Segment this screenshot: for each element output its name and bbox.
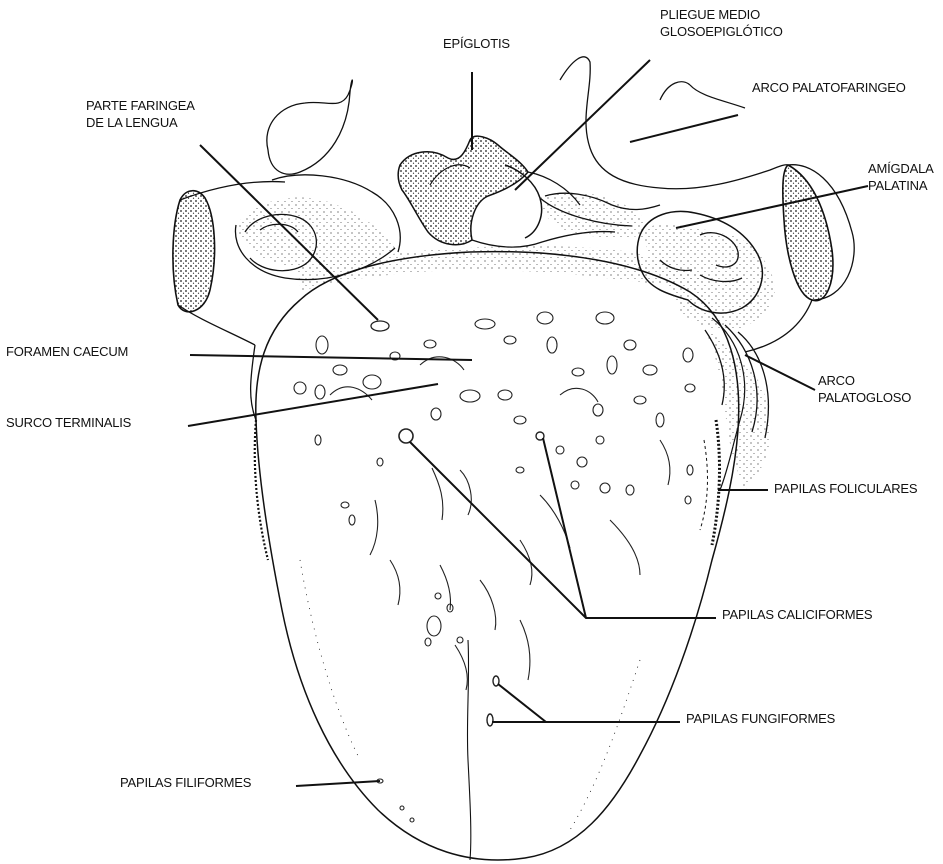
papillae <box>294 312 695 822</box>
left-upper-fold <box>267 80 353 174</box>
label-arco-palatofaringeo: ARCO PALATOFARINGEO <box>752 79 906 96</box>
right-pillar <box>783 165 833 301</box>
label-parte-line1: PARTE FARINGEA <box>86 97 195 114</box>
label-arco-palatogloso: ARCO PALATOGLOSO <box>818 372 911 406</box>
label-pliegue-medio-glosoepiglotico: PLIEGUE MEDIO GLOSOEPIGLÓTICO <box>660 6 783 40</box>
label-surco-terminalis: SURCO TERMINALIS <box>6 414 131 431</box>
label-epiglotis: EPÍGLOTIS <box>443 35 510 52</box>
median-sulcus <box>467 640 470 860</box>
label-amigdala-palatina: AMÍGDALA PALATINA <box>868 160 934 194</box>
leader-amigdala <box>676 186 868 228</box>
leader-filiformes <box>296 781 380 786</box>
pharynx-background <box>173 57 854 490</box>
label-parte-faringea: PARTE FARINGEA DE LA LENGUA <box>86 97 195 131</box>
leader-pliegue <box>515 60 650 190</box>
label-arco-line2: PALATOGLOSO <box>818 389 911 406</box>
leader-surco <box>188 384 438 426</box>
label-papilas-fungiformes: PAPILAS FUNGIFORMES <box>686 710 835 727</box>
leader-foramen <box>190 355 472 360</box>
leader-fungiformes-2 <box>498 684 546 722</box>
label-papilas-caliciformes: PAPILAS CALICIFORMES <box>722 606 872 623</box>
label-parte-line2: DE LA LENGUA <box>86 114 195 131</box>
left-pillar <box>173 191 215 312</box>
label-pliegue-line2: GLOSOEPIGLÓTICO <box>660 23 783 40</box>
label-foramen-caecum: FORAMEN CAECUM <box>6 343 128 360</box>
label-papilas-foliculares: PAPILAS FOLICULARES <box>774 480 917 497</box>
label-amigdala-line1: AMÍGDALA <box>868 160 934 177</box>
leader-arco-palatofaringeo <box>630 115 738 142</box>
right-upper-fold <box>560 57 788 189</box>
epiglottis <box>398 136 528 244</box>
leader-caliciformes-2 <box>543 438 586 618</box>
label-arco-line1: ARCO <box>818 372 911 389</box>
label-papilas-filiformes: PAPILAS FILIFORMES <box>120 774 251 791</box>
label-amigdala-line2: PALATINA <box>868 177 934 194</box>
label-pliegue-line1: PLIEGUE MEDIO <box>660 6 783 23</box>
